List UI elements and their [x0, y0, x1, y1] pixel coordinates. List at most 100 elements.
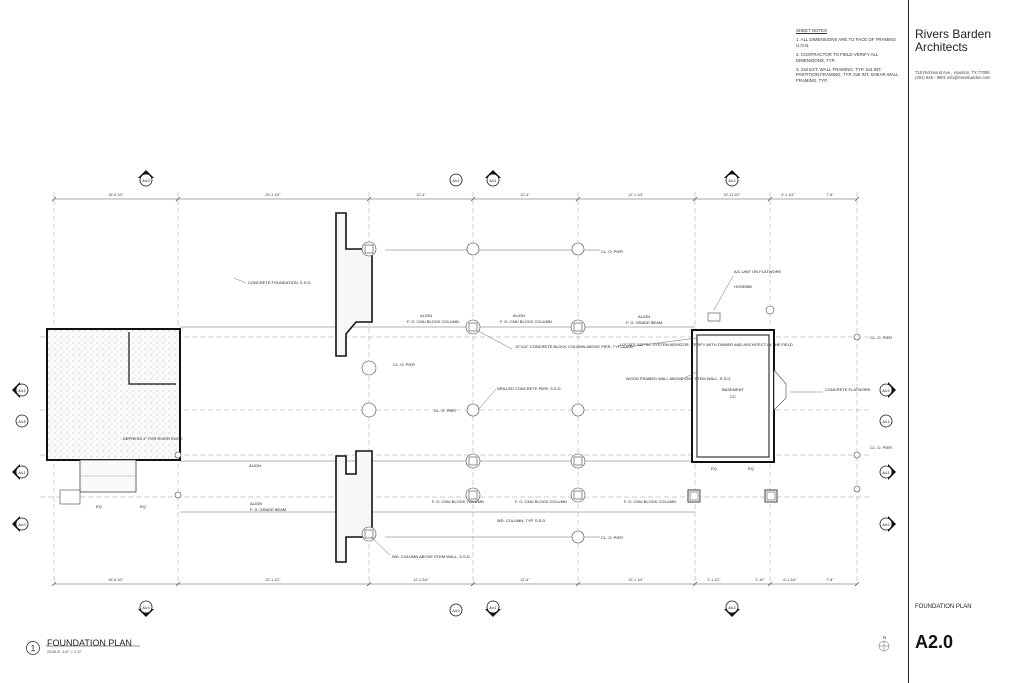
sheet-note-1: 1. ALL DIMENSIONS ARE TO FACE OF FRAMING… [796, 37, 896, 48]
firm-address: 718 Richmond Ave., Houston, TX 77006 (28… [915, 70, 990, 80]
concrete-foundation-label: CONCRETE FOUNDATION, S.S.D. [248, 280, 311, 285]
cl-pier-label-1: CL. O. PIER [601, 249, 623, 254]
wd-column-typ-label: WD. COLUMN, TYP. S.S.D. [497, 518, 546, 523]
firm-name-line1: Rivers Barden [915, 27, 992, 41]
dim-bottom-2: 23'-1 1/2" [265, 578, 281, 582]
plan-labels: CONCRETE FOUNDATION, S.S.D. DEPRESS 2" F… [96, 249, 892, 559]
wd-column-stem-label: WD. COLUMN ABOVE STEM WALL, S.S.D. [392, 554, 471, 559]
dim-top-4: 12'-4" [520, 193, 530, 197]
cmu-block-label-lower-3: F. O. CMU BLOCK COLUMN [624, 499, 676, 504]
dim-top-7: 6'-1 1/4" [781, 193, 795, 197]
dim-bottom-5: 12'-1 1/4" [628, 578, 644, 582]
dim-bottom-4: 12'-4" [520, 578, 530, 582]
cl-pier-label-2: CL. O. PIER [393, 362, 415, 367]
dim-bottom-7: 2'-10" [755, 578, 765, 582]
hosebib-label: HOSEBIB [734, 284, 752, 289]
sheet-notes: SHEET NOTES 1. ALL DIMENSIONS ARE TO FAC… [796, 28, 900, 87]
dim-bottom-6: 2'-1 1/2" [707, 578, 721, 582]
firm-contact-line: (281) 645 - 9801 info@riversbarden.com [915, 75, 991, 80]
cl-pier-label-4: CL. O. PIER [601, 535, 623, 540]
section-markers-bottom: A4.0 A4.0 A4.1 A4.2 [138, 600, 740, 617]
section-marker-left-2: A4.5 [18, 420, 25, 424]
left-slab [46, 328, 181, 505]
north-arrow-icon: N [878, 635, 890, 652]
dim-bottom-3: 12'-2 3/4" [413, 578, 429, 582]
firm-address-line: 718 Richmond Ave., Houston, TX 77006 [915, 70, 990, 75]
sheet-number: A2.0 [915, 632, 954, 652]
cmu-block-label-lower-2: F. O. CMU BLOCK COLUMN [515, 499, 567, 504]
plan-title: FOUNDATION PLAN [47, 638, 132, 648]
section-marker-right-2: A4.1 [882, 420, 889, 424]
basement-label: BASEMENT [722, 387, 745, 392]
dim-bottom-8: 6'-1 1/4" [783, 578, 797, 582]
cmu-block-label-mid: F. O. CMU BLOCK COLUMN [500, 319, 552, 324]
eq-label-2: EQ [140, 504, 146, 509]
cl-pier-label-3: CL. O. PIER [434, 408, 456, 413]
ac-unit-label: A/C UNIT ON FLATWORK [734, 269, 782, 274]
grade-beam-lines [180, 249, 695, 538]
sheet-notes-heading: SHEET NOTES [796, 28, 827, 33]
eq-label-4: EQ [748, 466, 754, 471]
cmu-block-label-lower-1: F. O. CMU BLOCK COLUMN [432, 499, 484, 504]
dim-top-1: 16'-8 1/2" [108, 193, 124, 197]
align-label-mid: ALIGN [513, 313, 525, 318]
section-marker-top-1: A4.0 [142, 179, 149, 183]
cl-pier-label-6: CL. O. PIER [870, 445, 892, 450]
grade-beam-label-right: F. O. GRADE BEAM [626, 320, 662, 325]
dim-bottom-9: 7'-8" [826, 578, 834, 582]
sheet-note-3: 3. 2x6 EXT. WALL FRAMING, TYP. 2x4 INT. … [796, 67, 899, 83]
wood-framed-label: WOOD FRAMED WALL ABOVE CMU STEM WALL, S.… [626, 376, 731, 381]
align-label-center: ALIGN [420, 313, 432, 318]
drilled-pier-label: DRILLED CONCRETE PIER, S.S.D. [497, 386, 562, 391]
dimension-text: 16'-8 1/2" 23'-1 1/4" 12'-4" 12'-4" 12'-… [108, 193, 834, 582]
foundation-plan-drawing: 16'-8 1/2" 23'-1 1/4" 12'-4" 12'-4" 12'-… [12, 170, 896, 655]
section-marker-bottom-3: A4.1 [489, 606, 496, 610]
plan-scale: SCALE: 1/4" = 1'-0" [47, 649, 82, 654]
section-markers-left: A4.2 A4.5 A4.1 A4.0 [12, 382, 29, 532]
section-marker-bottom-4: A4.2 [728, 606, 735, 610]
section-marker-left-4: A4.0 [18, 523, 25, 527]
grade-beam-label-lower: F. O. GRADE BEAM [250, 507, 286, 512]
dim-top-2: 23'-1 1/4" [265, 193, 281, 197]
sheet-note-2: 2. CONTRACTOR TO FIELD VERIFY ALL DIMENS… [796, 52, 879, 63]
cmu-block-label-center: F. O. CMU BLOCK COLUMN [407, 319, 459, 324]
dim-top-8: 7'-8" [826, 193, 834, 197]
section-marker-left-3: A4.1 [18, 471, 25, 475]
section-marker-top-3: A4.1 [489, 179, 496, 183]
align-label-right: ALIGN [638, 314, 650, 319]
section-markers-top: A4.0 A4.1 A4.1 A4.2 [138, 170, 740, 187]
center-stem-wall [335, 212, 373, 563]
concrete-flatwork-label: CONCRETE FLATWORK [825, 387, 871, 392]
depress-label: DEPRESS 2" FOR RIVER ROCK [123, 436, 183, 441]
eq-label-1: EQ [96, 504, 102, 509]
section-marker-bottom-2: A4.0 [452, 609, 459, 613]
section-marker-right-4: A4.0 [882, 523, 889, 527]
dim-bottom-1: 16'-8 1/2" [108, 578, 124, 582]
north-label: N [883, 635, 886, 640]
title-block: Rivers Barden Architects 718 Richmond Av… [908, 0, 1024, 683]
align-label-lower: ALIGN [250, 501, 262, 506]
basement-sub-label: CC [730, 394, 736, 399]
piers [174, 241, 861, 544]
dim-top-3: 12'-4" [416, 193, 426, 197]
section-marker-top-4: A4.2 [728, 179, 735, 183]
section-markers-right: A4.2 A4.1 A4.1 A4.0 [879, 382, 896, 532]
eq-label-3: EQ [711, 466, 717, 471]
septic-label: LOCATE SEPTIC SYSTEM AERATOR, VERIFY WIT… [620, 342, 793, 347]
basement [687, 312, 787, 503]
firm-name-line2: Architects [915, 40, 968, 54]
dimension-lines [51, 196, 860, 587]
section-marker-top-2: A4.1 [452, 179, 459, 183]
firm-name: Rivers Barden Architects [915, 28, 991, 54]
section-marker-bottom-1: A4.0 [142, 606, 149, 610]
dim-top-6: 10'-11 1/2" [724, 193, 742, 197]
sheet-name: FOUNDATION PLAN [915, 604, 972, 610]
dim-top-5: 12'-1 1/4" [628, 193, 644, 197]
section-marker-left-1: A4.2 [18, 389, 25, 393]
plan-number-bubble [26, 641, 40, 655]
cmu-column-label: 12"x12" CONCRETE BLOCK COLUMN ABOVE PIER… [515, 344, 634, 349]
align-label-left: ALIGN [249, 463, 261, 468]
section-marker-right-1: A4.2 [882, 389, 889, 393]
plan-number: 1 [31, 644, 36, 653]
